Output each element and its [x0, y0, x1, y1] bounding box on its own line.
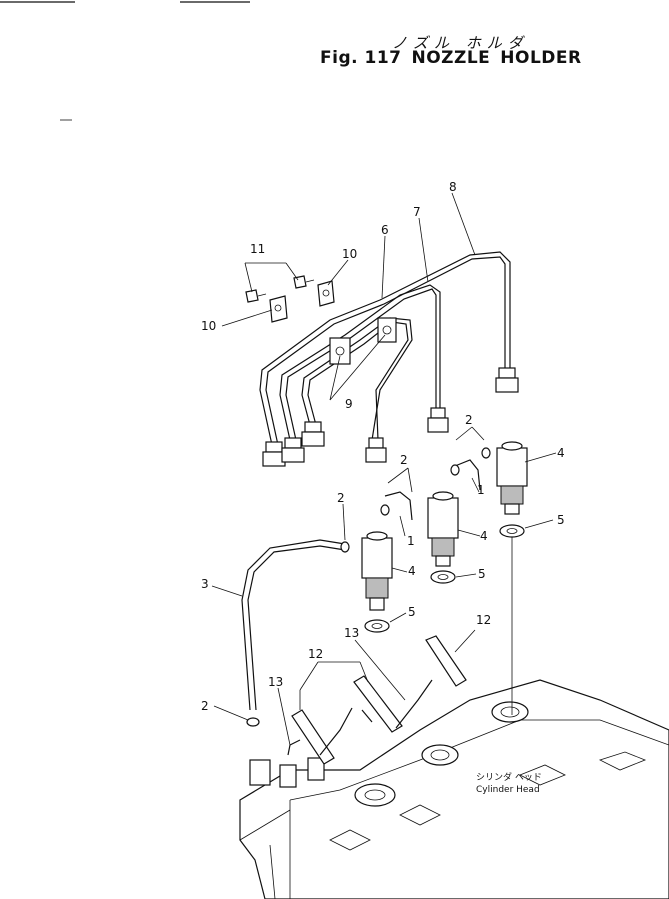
callout-1-left: 1	[407, 534, 415, 548]
figure-number: Fig. 117	[320, 48, 402, 68]
callout-4-right: 4	[557, 446, 565, 460]
callout-2-left: 2	[337, 491, 345, 505]
callout-6: 6	[381, 223, 389, 237]
title-japanese: ノズル ホルダ	[392, 34, 529, 52]
washers	[364, 524, 525, 700]
callout-2-bottom: 2	[201, 699, 209, 713]
callout-11: 11	[250, 242, 265, 256]
callout-12-right: 12	[476, 613, 491, 627]
callout-2-middle: 2	[400, 453, 408, 467]
callout-10-top: 10	[342, 247, 357, 261]
cylinder-head-label-jp: シリンダ ヘッド	[476, 771, 542, 783]
callout-1-right: 1	[477, 483, 485, 497]
nozzle-holders	[361, 441, 528, 611]
callout-12-left: 12	[308, 647, 323, 661]
callout-4-middle: 4	[480, 529, 488, 543]
figure-name-part1: NOZZLE	[411, 48, 491, 68]
callout-13-upper: 13	[344, 626, 359, 640]
clamp-plates-and-bolts	[245, 275, 335, 323]
cylinder-head-label-en: Cylinder Head	[476, 785, 540, 795]
leader-lines	[211, 192, 557, 746]
callout-13-lower: 13	[268, 675, 283, 689]
callout-8: 8	[449, 180, 457, 194]
part-callouts: 8 7 6 10 11 10 9 2 4 2 1 2 5 1 4 4 5 3 5…	[201, 180, 565, 713]
leak-off-tubes	[241, 447, 491, 727]
callout-2-right: 2	[465, 413, 473, 427]
callout-9: 9	[345, 397, 353, 411]
figure-name-part2: HOLDER	[500, 48, 582, 68]
callout-5-middle: 5	[478, 567, 486, 581]
callout-5-right: 5	[557, 513, 565, 527]
callout-7: 7	[413, 205, 421, 219]
glow-plugs-and-leads	[287, 635, 513, 765]
injection-pipes	[259, 251, 519, 467]
callout-10-left: 10	[201, 319, 216, 333]
cylinder-head: シリンダ ヘッド Cylinder Head	[239, 679, 669, 899]
callout-5-left: 5	[408, 605, 416, 619]
callout-3: 3	[201, 577, 209, 591]
callout-4-left: 4	[408, 564, 416, 578]
figure-title: Fig. 117 NOZZLE HOLDER	[320, 48, 582, 68]
